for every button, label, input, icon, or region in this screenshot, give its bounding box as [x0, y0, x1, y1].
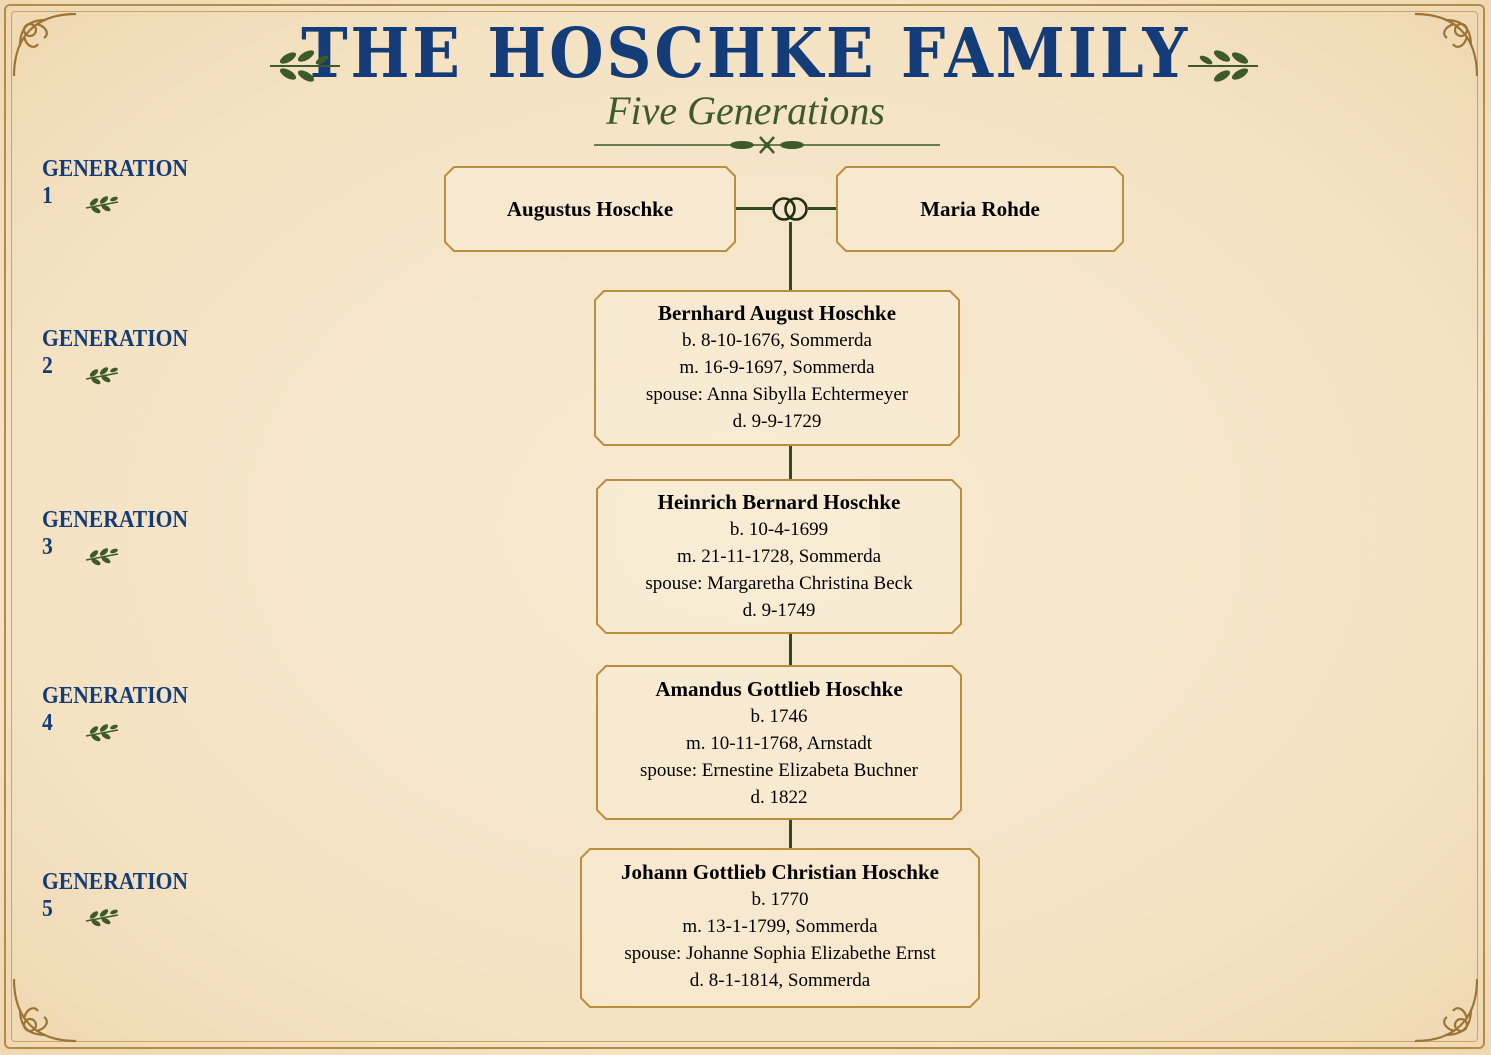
birth-info: b. 1746 [750, 706, 808, 727]
leaf-sprig-icon [85, 196, 119, 214]
leaf-sprig-icon [85, 367, 119, 385]
descent-line-3 [789, 632, 792, 666]
outer-frame [4, 4, 1485, 1049]
person-name: Maria Rohde [920, 196, 1040, 221]
spouse-info: spouse: Anna Sibylla Echtermeyer [645, 384, 909, 405]
birth-info: b. 8-10-1676, Sommerda [682, 330, 872, 351]
descent-line-1 [789, 222, 792, 292]
corner-flourish-top-left [6, 6, 86, 86]
wedding-rings-icon [772, 197, 808, 221]
birth-info: b. 10-4-1699 [729, 519, 829, 540]
descent-line-4 [789, 818, 792, 849]
generation-label-4: GENERATION 4 [42, 683, 189, 736]
leaf-sprig-icon [85, 909, 119, 927]
person-name: Amandus Gottlieb Hoschke [655, 677, 903, 701]
death-info: d. 8-1-1814, Sommerda [689, 970, 871, 991]
box-border-wife [836, 166, 1124, 252]
inner-frame [11, 11, 1478, 1042]
descent-line-2 [789, 444, 792, 480]
birth-info: b. 1770 [751, 889, 809, 910]
leaf-sprig-icon [85, 548, 119, 566]
generation-label-5: GENERATION 5 [42, 869, 189, 922]
spouse-info: spouse: Margaretha Christina Beck [645, 573, 913, 594]
corner-flourish-bottom-right [1405, 969, 1485, 1049]
death-info: d. 9-9-1729 [732, 411, 822, 432]
marriage-info: m. 10-11-1768, Arnstadt [685, 733, 873, 754]
box-border-gen4 [596, 665, 962, 820]
page-subtitle: Five Generations [606, 88, 885, 133]
person-name: Heinrich Bernard Hoschke [657, 490, 901, 514]
marriage-info: m. 16-9-1697, Sommerda [679, 357, 875, 378]
person-box-amandus: Amandus Gottlieb Hoschke b. 1746 m. 10-1… [596, 676, 962, 811]
generation-label-2: GENERATION 2 [42, 326, 189, 379]
marriage-info: m. 21-11-1728, Sommerda [676, 546, 882, 567]
person-box-augustus: Augustus Hoschke [444, 166, 736, 252]
box-border-husband [444, 166, 736, 252]
laurel-sprig-icon [1188, 50, 1258, 82]
person-box-bernhard: Bernhard August Hoschke b. 8-10-1676, So… [594, 300, 960, 435]
divider-ornament-icon [594, 136, 940, 154]
person-name: Bernhard August Hoschke [657, 301, 897, 325]
generation-label-3: GENERATION 3 [42, 507, 189, 560]
generation-label-1: GENERATION 1 [42, 156, 189, 209]
spouse-info: spouse: Johanne Sophia Elizabethe Ernst [624, 943, 936, 964]
marriage-connector-right [808, 207, 838, 210]
box-border-gen2 [594, 290, 960, 446]
person-box-maria: Maria Rohde [836, 166, 1124, 252]
page-title: THE HOSCHKE FAMILY [301, 14, 1190, 94]
person-name: Johann Gottlieb Christian Hoschke [621, 860, 939, 884]
marriage-connector-left [734, 207, 772, 210]
person-box-johann: Johann Gottlieb Christian Hoschke b. 177… [580, 859, 980, 994]
corner-flourish-top-right [1405, 6, 1485, 86]
box-border-gen3 [596, 479, 962, 634]
laurel-sprig-icon [270, 50, 340, 82]
spouse-info: spouse: Ernestine Elizabeta Buchner [639, 760, 919, 781]
death-info: d. 9-1749 [742, 600, 816, 621]
corner-flourish-bottom-left [6, 969, 86, 1049]
leaf-sprig-icon [85, 724, 119, 742]
marriage-info: m. 13-1-1799, Sommerda [682, 916, 878, 937]
person-name: Augustus Hoschke [506, 196, 674, 221]
person-box-heinrich: Heinrich Bernard Hoschke b. 10-4-1699 m.… [596, 489, 962, 624]
box-border-gen5 [580, 848, 980, 1008]
death-info: d. 1822 [750, 787, 808, 808]
